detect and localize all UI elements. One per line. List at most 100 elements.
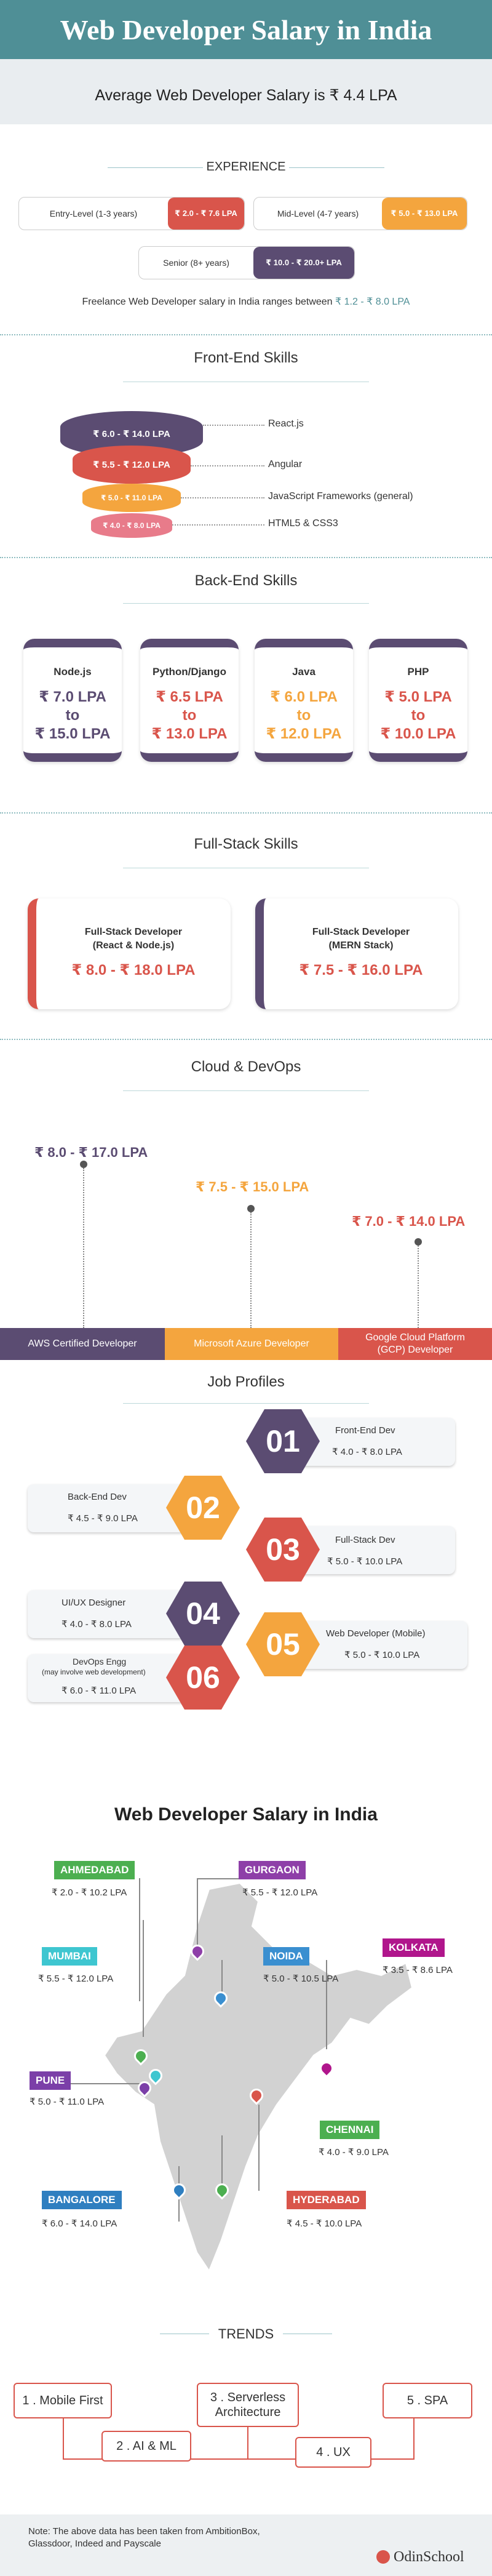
page-title: Web Developer Salary in India	[60, 14, 432, 46]
job-label: Front-End Dev	[335, 1425, 395, 1436]
section-divider	[0, 334, 492, 335]
backend-title: Back-End Skills	[194, 572, 298, 589]
cloud-aws-label: AWS Certified Developer	[0, 1328, 165, 1360]
brand-logo: OdinSchool	[394, 2549, 464, 2565]
jobs-title: Job Profiles	[207, 1374, 285, 1390]
job-label: Back-End Dev	[68, 1492, 127, 1502]
label-js: JavaScript Frameworks (general)	[268, 491, 413, 502]
city-bangalore-value: ₹ 6.0 - ₹ 14.0 LPA	[42, 2218, 117, 2229]
cloud-dot	[415, 1238, 422, 1246]
experience-entry-value: ₹ 2.0 - ₹ 7.6 LPA	[168, 198, 244, 230]
leader-line	[191, 465, 264, 466]
experience-entry: Entry-Level (1-3 years) ₹ 2.0 - ₹ 7.6 LP…	[18, 197, 245, 230]
city-kolkata: KOLKATA	[383, 1938, 445, 1957]
fullstack-title: Full-Stack Skills	[194, 836, 298, 852]
trends-title: TRENDS	[218, 2326, 274, 2342]
fullstack-card-react-node: Full-Stack Developer(React & Node.js) ₹ …	[28, 898, 231, 1009]
job-value: ₹ 6.0 - ₹ 11.0 LPA	[62, 1686, 137, 1696]
leader-line	[181, 497, 264, 498]
label-react: React.js	[268, 418, 304, 429]
map-line	[62, 2083, 141, 2084]
city-noida-value: ₹ 5.0 - ₹ 10.5 LPA	[263, 1974, 339, 1984]
city-hyderabad: HYDERABAD	[287, 2191, 366, 2209]
section-divider	[0, 557, 492, 558]
job-value: ₹ 4.0 - ₹ 8.0 LPA	[332, 1447, 402, 1457]
cloud-azure-label: Microsoft Azure Developer	[165, 1328, 338, 1360]
trend-line	[413, 2418, 415, 2458]
trend-mobile-first: 1 . Mobile First	[14, 2383, 112, 2418]
footer-note: Note: The above data has been taken from…	[28, 2526, 260, 2549]
leader-line	[203, 425, 264, 426]
layer-angular: ₹ 5.5 - ₹ 12.0 LPA	[73, 446, 191, 484]
job-label: Web Developer (Mobile)	[326, 1628, 426, 1639]
trend-line	[63, 2458, 415, 2460]
trend-ai-ml: 2 . AI & ML	[101, 2431, 191, 2462]
job-value: ₹ 5.0 - ₹ 10.0 LPA	[344, 1650, 420, 1660]
city-chennai: CHENNAI	[320, 2121, 380, 2139]
trend-serverless: 3 . Serverless Architecture	[197, 2383, 299, 2427]
map-line	[221, 2135, 223, 2191]
job-value: ₹ 4.0 - ₹ 8.0 LPA	[62, 1619, 132, 1630]
city-mumbai-value: ₹ 5.5 - ₹ 12.0 LPA	[38, 1974, 114, 1984]
cloud-stem	[418, 1246, 419, 1328]
label-html: HTML5 & CSS3	[268, 518, 338, 529]
trend-line	[247, 2427, 248, 2458]
odinschool-logo-icon	[376, 2550, 390, 2564]
map-line	[143, 1920, 144, 2037]
cloud-stem	[83, 1168, 84, 1328]
cloud-stem	[250, 1212, 252, 1328]
cloud-dot	[80, 1161, 87, 1168]
city-ahmedabad: AHMEDABAD	[54, 1861, 135, 1879]
trend-spa: 5 . SPA	[383, 2383, 472, 2418]
frontend-title: Front-End Skills	[194, 350, 298, 366]
layer-html: ₹ 4.0 - ₹ 8.0 LPA	[91, 513, 172, 538]
job-note: (may involve web development)	[42, 1668, 146, 1676]
map-line	[221, 1960, 223, 1997]
divider	[108, 167, 203, 168]
city-bangalore: BANGALORE	[42, 2191, 122, 2209]
city-pune: PUNE	[30, 2071, 71, 2090]
freelance-value: ₹ 1.2 - ₹ 8.0 LPA	[335, 297, 410, 307]
map-line	[139, 1878, 140, 2001]
experience-mid-value: ₹ 5.0 - ₹ 13.0 LPA	[382, 198, 467, 230]
cloud-gcp-value: ₹ 7.0 - ₹ 14.0 LPA	[352, 1214, 466, 1229]
city-mumbai: MUMBAI	[42, 1947, 97, 1966]
experience-mid: Mid-Level (4-7 years) ₹ 5.0 - ₹ 13.0 LPA	[253, 197, 467, 230]
map-line	[258, 2105, 260, 2191]
subtitle-band	[0, 59, 492, 124]
divider	[123, 1090, 369, 1091]
trend-line	[63, 2418, 64, 2458]
experience-title: EXPERIENCE	[206, 160, 286, 174]
freelance-text: Freelance Web Developer salary in India …	[82, 297, 410, 307]
divider	[123, 603, 369, 604]
footer-band	[0, 2514, 492, 2576]
divider	[289, 167, 384, 168]
job-label: UI/UX Designer	[62, 1598, 126, 1608]
cloud-aws-value: ₹ 8.0 - ₹ 17.0 LPA	[34, 1145, 148, 1160]
experience-senior-value: ₹ 10.0 - ₹ 20.0+ LPA	[253, 247, 354, 279]
cloud-gcp-label: Google Cloud Platform (GCP) Developer	[338, 1328, 492, 1360]
divider	[123, 1403, 369, 1404]
job-label: DevOps Engg	[73, 1657, 127, 1666]
job-value: ₹ 5.0 - ₹ 10.0 LPA	[327, 1556, 403, 1567]
page-subtitle: Average Web Developer Salary is ₹ 4.4 LP…	[95, 87, 397, 104]
city-gurgaon: GURGAON	[239, 1861, 306, 1879]
layer-js: ₹ 5.0 - ₹ 11.0 LPA	[82, 484, 181, 512]
trend-ux: 4 . UX	[295, 2437, 371, 2468]
fullstack-card-mern: Full-Stack Developer(MERN Stack) ₹ 7.5 -…	[255, 898, 458, 1009]
city-pune-value: ₹ 5.0 - ₹ 11.0 LPA	[30, 2097, 105, 2107]
india-map	[103, 1883, 413, 2273]
header-banner: Web Developer Salary in India	[0, 0, 492, 59]
experience-senior-label: Senior (8+ years)	[163, 258, 229, 268]
city-kolkata-value: ₹ 3.5 - ₹ 8.6 LPA	[383, 1965, 453, 1975]
experience-senior: Senior (8+ years) ₹ 10.0 - ₹ 20.0+ LPA	[138, 246, 355, 279]
cloud-azure-value: ₹ 7.5 - ₹ 15.0 LPA	[196, 1179, 309, 1194]
city-hyderabad-value: ₹ 4.5 - ₹ 10.0 LPA	[287, 2218, 362, 2229]
label-angular: Angular	[268, 459, 303, 470]
city-noida: NOIDA	[263, 1947, 309, 1966]
job-value: ₹ 4.5 - ₹ 9.0 LPA	[68, 1513, 138, 1524]
